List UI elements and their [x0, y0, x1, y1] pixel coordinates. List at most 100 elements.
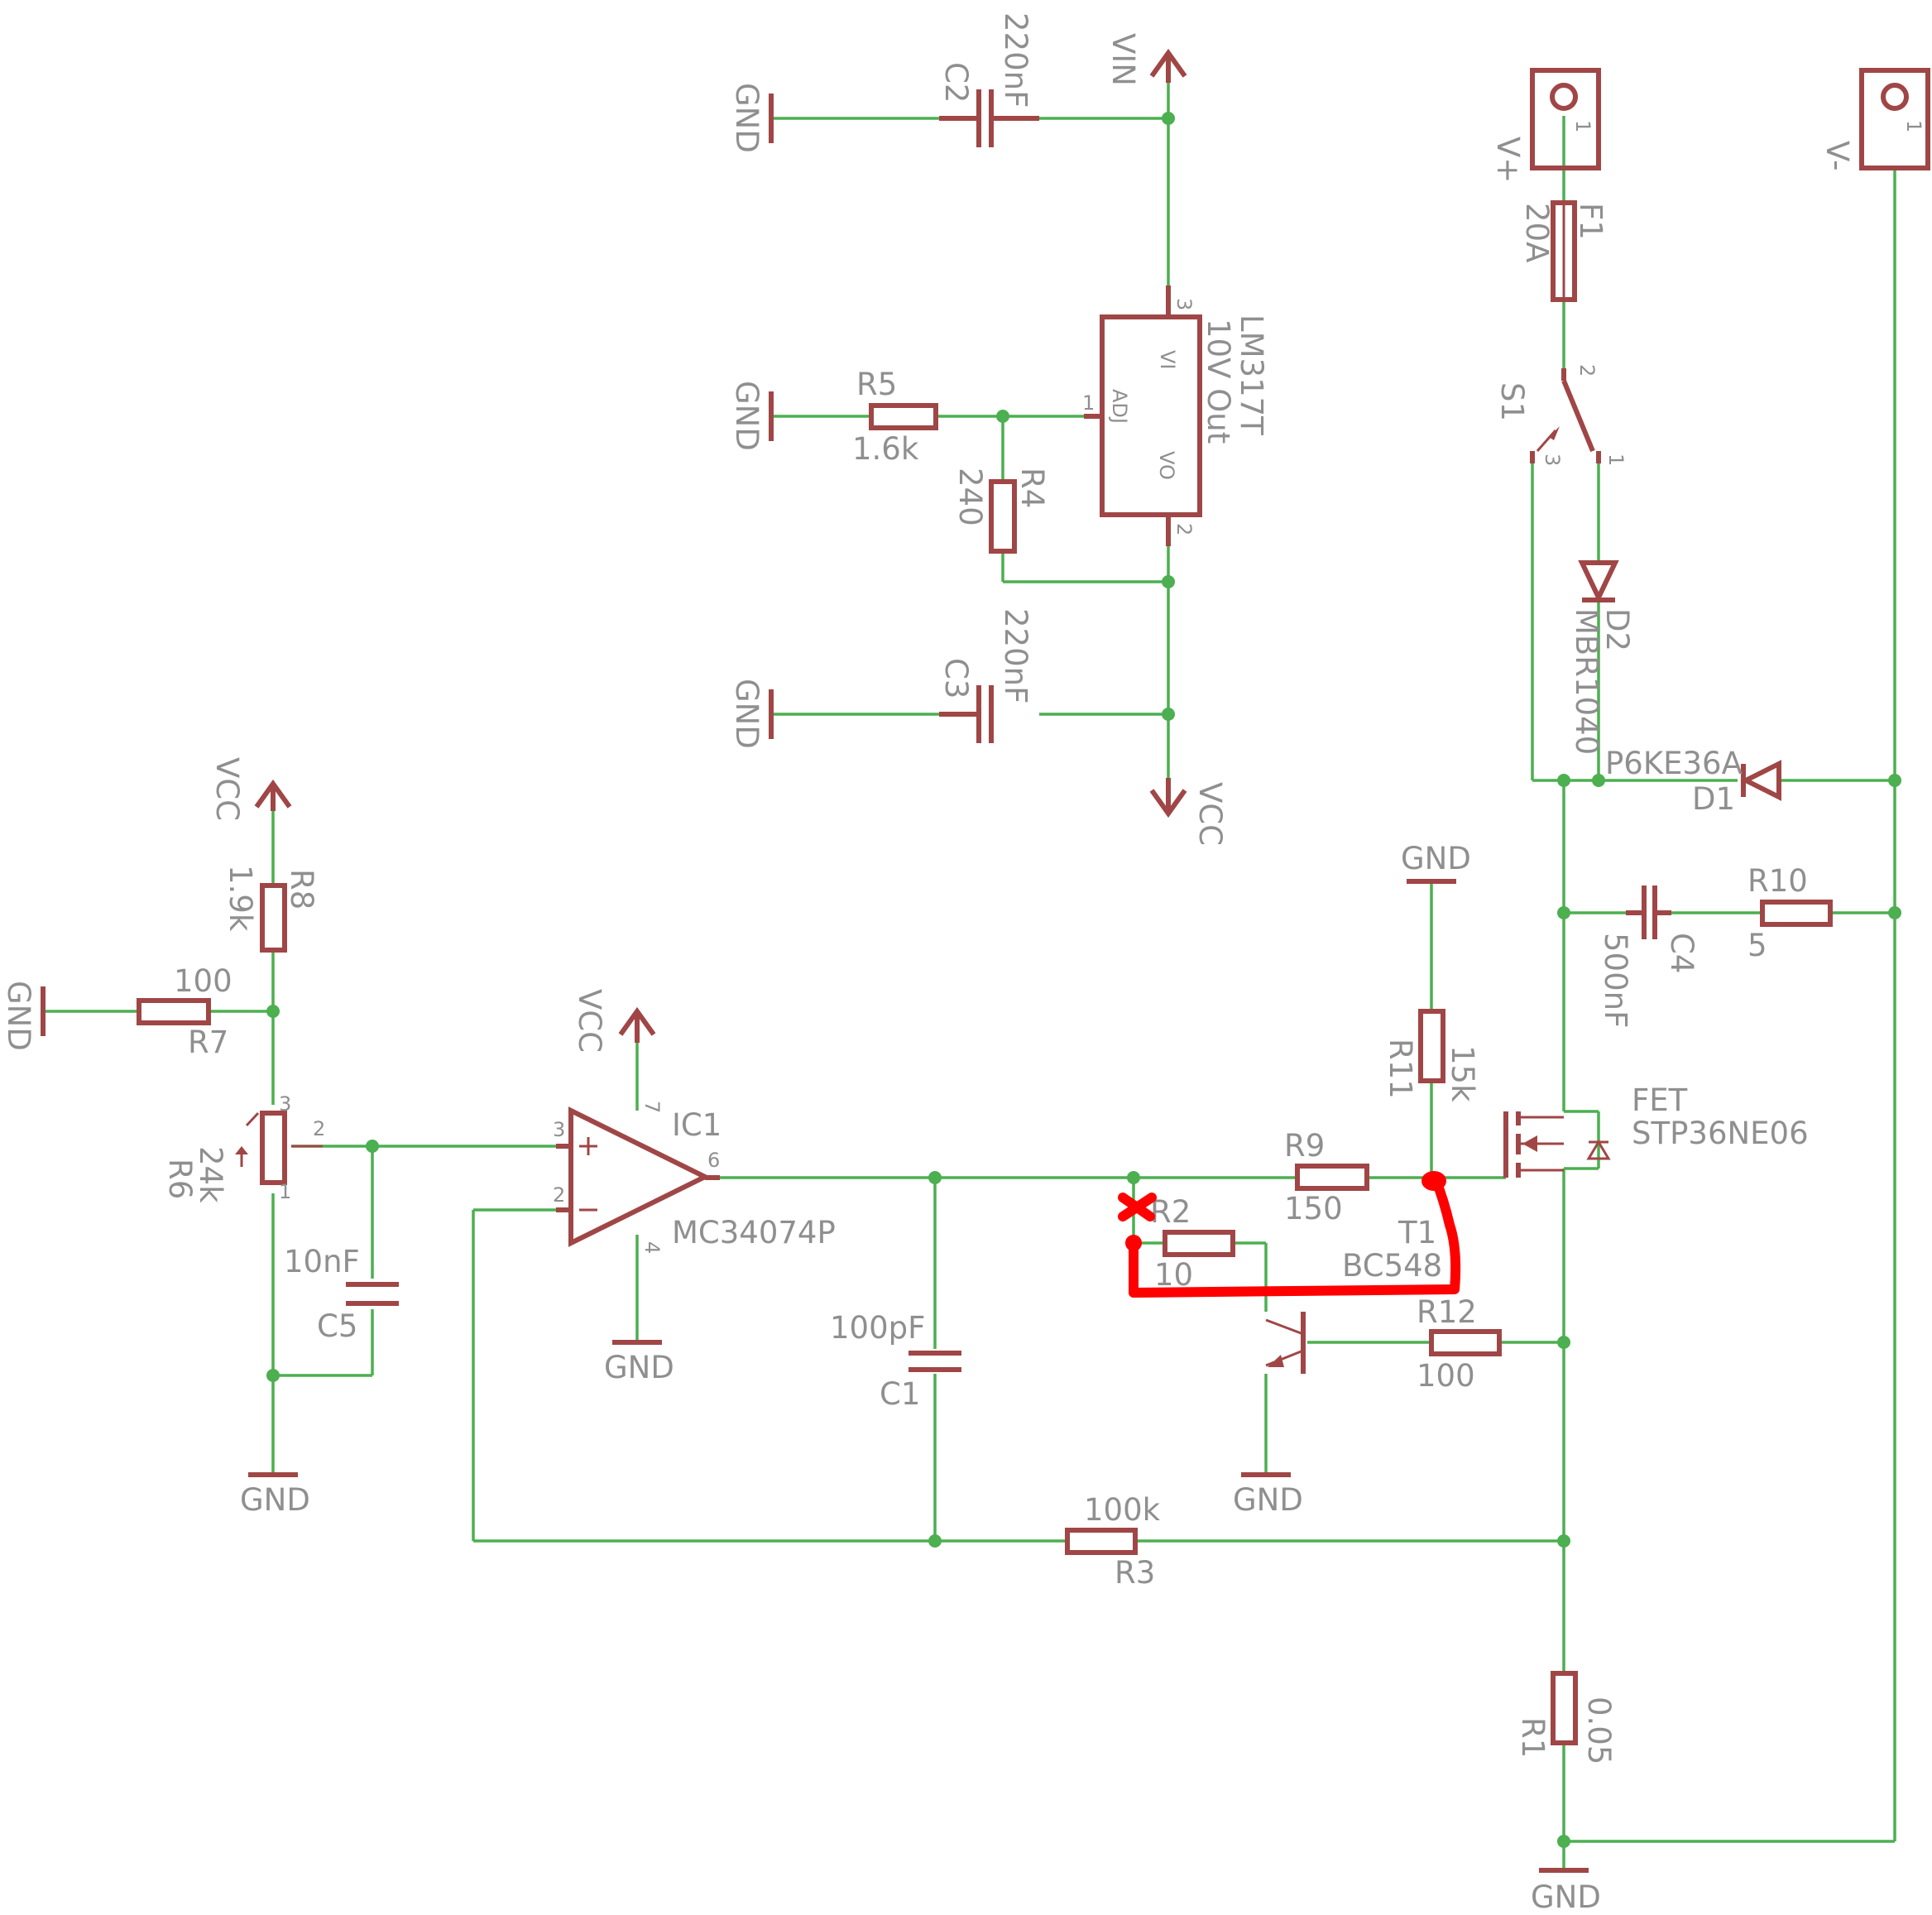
svg-text:1: 1	[1082, 391, 1095, 415]
svg-text:C2: C2	[938, 62, 974, 103]
gnd-symbol-ic1: GND	[604, 1340, 674, 1385]
svg-text:R6: R6	[162, 1159, 198, 1199]
switch-s1: 2 1 3 S1	[1494, 364, 1628, 466]
svg-text:R1: R1	[1515, 1717, 1551, 1758]
svg-text:STP36NE06: STP36NE06	[1632, 1116, 1809, 1151]
svg-text:MBR1040: MBR1040	[1569, 608, 1604, 755]
gnd-symbol-r5: GND	[729, 381, 774, 451]
svg-text:100: 100	[1417, 1358, 1475, 1394]
svg-text:V-: V-	[1819, 141, 1855, 171]
potentiometer-r6: 3 2 1 24k R6	[162, 1092, 325, 1203]
connector-v-plus: 1 V+	[1490, 68, 1601, 183]
svg-text:VCC: VCC	[209, 757, 245, 821]
svg-text:GND: GND	[1233, 1482, 1303, 1518]
resistor-r9: R9 150	[1284, 1128, 1369, 1226]
svg-text:7: 7	[640, 1101, 664, 1113]
gnd-symbol-r1: GND	[1531, 1868, 1601, 1915]
capacitor-c5: 10nF C5	[284, 1244, 399, 1344]
gnd-symbol-t1: GND	[1233, 1472, 1303, 1518]
svg-text:15k: 15k	[1445, 1045, 1480, 1102]
gnd-symbol-r6: GND	[240, 1472, 310, 1518]
svg-text:R12: R12	[1417, 1294, 1477, 1330]
resistor-r7: 100 R7	[137, 963, 233, 1060]
svg-text:MC34074P: MC34074P	[672, 1215, 836, 1250]
svg-text:C1: C1	[880, 1376, 920, 1412]
svg-text:1: 1	[279, 1180, 291, 1203]
svg-text:R11: R11	[1383, 1039, 1418, 1099]
regulator-lm317t: VI ADJ VO 3 1 2 LM317T 10V Out	[1082, 286, 1269, 546]
svg-text:C3: C3	[938, 658, 974, 698]
resistor-r8: R8 1.9k	[223, 865, 319, 953]
svg-text:GND: GND	[604, 1350, 674, 1385]
svg-text:R10: R10	[1747, 863, 1808, 899]
svg-text:VIN: VIN	[1105, 33, 1141, 86]
resistor-r11: 15k R11	[1383, 1009, 1480, 1102]
opamp-ic1: 3 2 6 7 4 IC1 MC34074P	[553, 1101, 836, 1254]
svg-text:6: 6	[707, 1149, 720, 1172]
svg-text:24k: 24k	[193, 1146, 228, 1203]
svg-text:220nF: 220nF	[998, 608, 1033, 703]
svg-text:ADJ: ADJ	[1108, 389, 1131, 424]
gnd-symbol-c3: GND	[729, 679, 774, 749]
vcc-arrow-ic1: VCC	[572, 989, 656, 1053]
svg-text:R4: R4	[1014, 468, 1050, 508]
svg-text:C4: C4	[1664, 933, 1699, 973]
svg-text:R5: R5	[856, 367, 897, 402]
svg-text:BC548: BC548	[1342, 1248, 1442, 1284]
svg-text:R3: R3	[1115, 1555, 1155, 1591]
svg-text:GND: GND	[1401, 841, 1471, 876]
diode-d2: D2 MBR1040	[1569, 560, 1635, 755]
mosfet-fet: FET STP36NE06	[1503, 1082, 1809, 1178]
svg-text:3: 3	[1172, 298, 1196, 310]
resistor-r4: R4 240	[952, 468, 1050, 554]
svg-text:240: 240	[952, 468, 988, 526]
svg-text:R7: R7	[188, 1025, 228, 1060]
svg-text:10nF: 10nF	[284, 1244, 360, 1279]
gnd-symbol-r11: GND	[1401, 841, 1471, 884]
svg-text:VCC: VCC	[1192, 782, 1228, 846]
vcc-output-arrow: VCC	[1149, 778, 1228, 846]
resistor-r12: R12 100	[1417, 1294, 1502, 1394]
svg-text:2: 2	[553, 1183, 565, 1207]
resistor-r5: R5 1.6k	[852, 367, 938, 467]
svg-text:P6KE36A: P6KE36A	[1605, 746, 1743, 781]
svg-text:LM317T: LM317T	[1234, 314, 1269, 435]
svg-text:FET: FET	[1632, 1082, 1688, 1118]
gnd-symbol-c2: GND	[729, 83, 774, 153]
svg-text:GND: GND	[729, 83, 765, 153]
wires	[46, 66, 1896, 1870]
vcc-arrow-r8: VCC	[209, 757, 292, 821]
svg-text:1: 1	[1604, 454, 1628, 466]
resistor-r10: R10 5	[1747, 863, 1833, 963]
svg-text:R9: R9	[1284, 1128, 1325, 1164]
connector-v-minus: 1 V-	[1819, 68, 1930, 171]
svg-text:V+: V+	[1490, 137, 1526, 183]
svg-text:1: 1	[1902, 120, 1925, 132]
capacitor-c4: C4 500nF	[1598, 886, 1699, 1028]
resistor-r2: R2 10	[1150, 1194, 1235, 1293]
vin-supply-arrow: VIN	[1105, 33, 1187, 86]
svg-text:3: 3	[553, 1118, 565, 1141]
svg-text:IC1: IC1	[672, 1107, 722, 1143]
svg-text:F1: F1	[1573, 203, 1608, 240]
svg-text:VCC: VCC	[572, 989, 607, 1053]
svg-text:R8: R8	[284, 869, 319, 910]
svg-text:GND: GND	[240, 1482, 310, 1518]
svg-text:2: 2	[313, 1117, 325, 1140]
svg-text:S1: S1	[1494, 382, 1530, 421]
svg-text:1: 1	[1571, 120, 1594, 132]
resistor-r1: 0.05 R1	[1515, 1671, 1617, 1764]
svg-text:R2: R2	[1150, 1194, 1191, 1230]
svg-text:C5: C5	[317, 1308, 357, 1344]
svg-text:VO: VO	[1155, 451, 1178, 480]
svg-text:GND: GND	[1531, 1879, 1601, 1915]
svg-text:VI: VI	[1156, 350, 1179, 370]
svg-text:150: 150	[1284, 1191, 1343, 1226]
svg-text:3: 3	[279, 1092, 291, 1116]
svg-text:220nF: 220nF	[998, 12, 1033, 108]
svg-text:10: 10	[1154, 1257, 1193, 1293]
svg-text:10V Out: 10V Out	[1201, 319, 1236, 444]
red-annotation-markup	[1118, 1171, 1461, 1298]
junction-dots	[266, 112, 1901, 1848]
